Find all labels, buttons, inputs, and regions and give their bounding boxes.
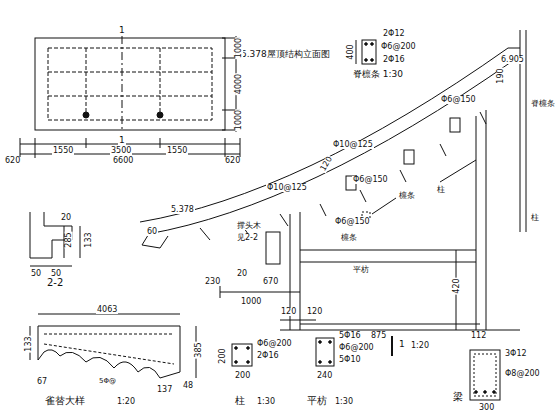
dimension-label: 190 (497, 67, 505, 84)
dimension-label: 撑头木 (236, 222, 262, 230)
dimension-label: 1:20 (410, 342, 430, 350)
dimension-label: 2Φ12 (382, 30, 406, 38)
dimension-label: 875 (370, 332, 387, 340)
dimension-label: 1:20 (116, 398, 136, 406)
dimension-label: 柱 (530, 214, 540, 222)
dimension-label: 5Φ@ (98, 378, 117, 385)
dimension-label: 300 (478, 404, 495, 412)
dimension-label: 6.905 (500, 56, 525, 64)
dimension-label: 620 (4, 157, 21, 165)
dimension-label: Φ6@200 (256, 340, 293, 348)
dimension-label: 4063 (96, 306, 118, 314)
dimension-label: 120 (306, 308, 323, 316)
dimension-label: 60 (146, 228, 158, 236)
dimension-label: Φ6@150 (352, 176, 389, 184)
dimension-label: 5.378 (170, 206, 195, 214)
dimension-label: 1000 (235, 109, 243, 131)
dimension-label: Φ8@200 (504, 370, 541, 378)
dimension-label: 雀替大样 (44, 396, 86, 406)
dimension-label: 4000 (235, 73, 243, 95)
drawing-title: 5.378屋顶结构立面图 (240, 50, 331, 59)
dimension-label: 1:30 (256, 398, 276, 406)
dimension-label: Φ6@200 (380, 43, 417, 51)
dimension-label: 2Φ16 (382, 56, 406, 64)
dimension-label: 3500 (110, 147, 132, 155)
dimension-label: 400 (347, 43, 355, 60)
dimension-label: 120 (319, 155, 335, 174)
dimension-label: 50 (50, 270, 62, 278)
dimension-label: 50 (30, 270, 42, 278)
dimension-label: Φ6@150 (440, 96, 477, 104)
dimension-label: 1000 (235, 37, 243, 59)
dimension-label: 285 (65, 231, 73, 248)
dimension-label: 200 (219, 347, 227, 364)
dimension-label: 柱 (436, 186, 446, 194)
dimension-label: 67 (36, 378, 48, 386)
dimension-label: 2-2 (46, 278, 64, 288)
dimension-label: Φ10@125 (332, 141, 374, 149)
dimension-label: 梁 (452, 392, 464, 402)
dimension-label: 133 (85, 231, 93, 248)
dimension-label: 檩条 (398, 192, 416, 200)
dimension-label: 120 (280, 308, 297, 316)
dimension-label: 1550 (166, 147, 188, 155)
dimension-label: Φ6@200 (338, 344, 375, 352)
dimension-label: 脊檩条 (530, 100, 556, 108)
dimension-label: 1:30 (334, 398, 354, 406)
dimension-label: 脊檩条 1:30 (352, 70, 404, 79)
dimension-label: 112 (470, 332, 487, 340)
dimension-label: 6600 (112, 157, 134, 165)
dimension-label: 5Φ16 (338, 332, 362, 340)
dimension-label: 1 (118, 26, 126, 35)
dimension-label: Φ10@125 (266, 184, 308, 192)
dimension-label: 檩条 (340, 234, 358, 242)
dimension-label: 1 (118, 136, 126, 145)
dimension-label: 20 (60, 214, 72, 222)
dimension-label: Φ6@150 (334, 218, 371, 226)
dimension-label: 230 (204, 278, 221, 286)
dimension-label: 1000 (240, 298, 262, 306)
dimension-label: 2Φ16 (256, 352, 280, 360)
dimension-label: 48 (182, 382, 194, 390)
dimension-label: 420 (453, 277, 461, 294)
dimension-label: 385 (195, 341, 203, 358)
dimension-label: 200 (234, 372, 251, 380)
dimension-label: 3Φ12 (504, 350, 528, 358)
dimension-label: 1550 (52, 147, 74, 155)
dimension-label: 137 (156, 386, 173, 394)
dimension-label: 见2-2 (236, 234, 259, 242)
dimension-label: 5Φ10 (338, 356, 362, 364)
dimension-label: 670 (262, 278, 279, 286)
dimension-label: 20 (236, 270, 248, 278)
dimension-label: 柱 (234, 396, 246, 406)
dimension-label: 平枋 (352, 266, 370, 274)
dimension-label: 1 (398, 340, 406, 349)
dimension-label: 620 (224, 157, 241, 165)
dimension-label: 133 (25, 335, 33, 352)
dimension-label: 平枋 (306, 396, 328, 406)
dimension-label: 240 (316, 372, 333, 380)
